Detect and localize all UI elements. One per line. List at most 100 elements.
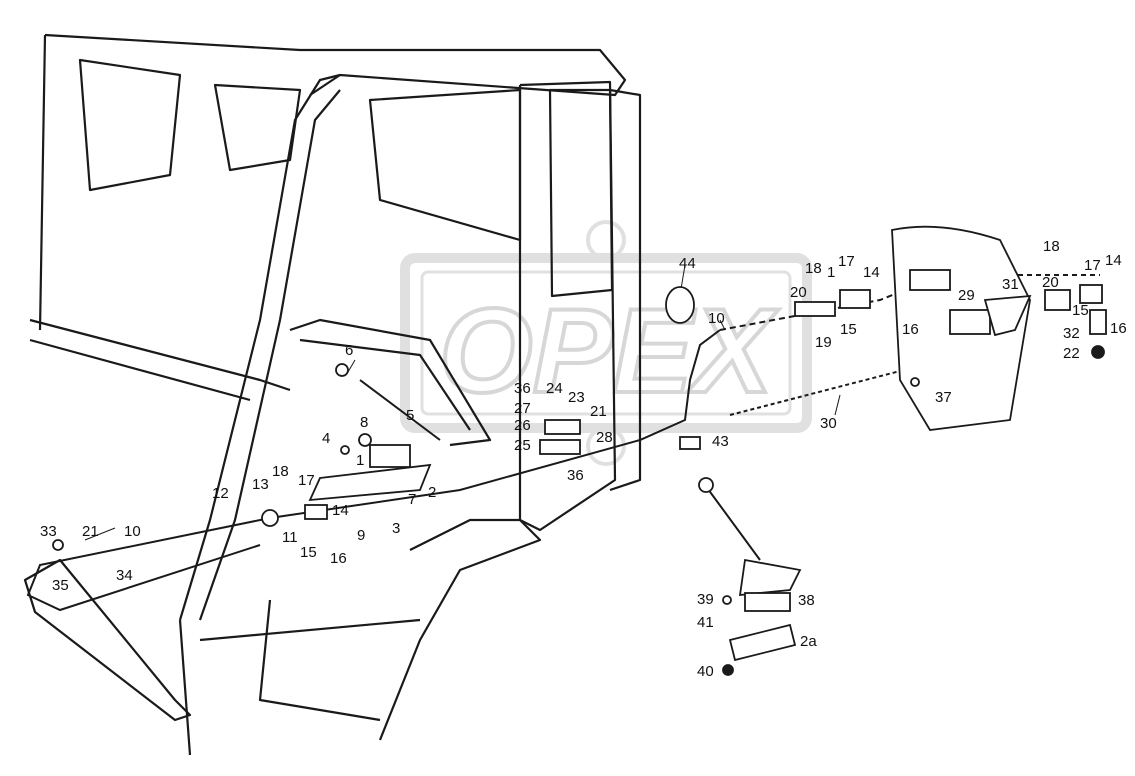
door-edge [609, 88, 642, 492]
cab-body [23, 33, 642, 756]
label-36a: 36 [514, 380, 531, 397]
watermark-gear-icon [586, 220, 626, 260]
cylinder-a [909, 269, 951, 291]
nut-40 [722, 664, 734, 676]
label-2: 2 [428, 484, 436, 501]
label-15b: 15 [1072, 302, 1089, 319]
cylinder-29 [949, 309, 991, 335]
cab-a-pillar-outer [178, 73, 341, 621]
label-39: 39 [697, 591, 714, 608]
part-labels: 44 10 18 1 17 14 20 15 19 16 18 17 14 20… [40, 238, 1127, 680]
cable-30 [729, 339, 1021, 416]
label-5: 5 [406, 407, 414, 424]
label-13: 13 [252, 476, 269, 493]
label-14c: 14 [332, 502, 349, 519]
label-15a: 15 [840, 321, 857, 338]
label-14a: 14 [863, 264, 880, 281]
lever-base [369, 444, 411, 468]
pedal-rod [704, 484, 761, 561]
label-9: 9 [357, 527, 365, 544]
label-17b: 17 [1084, 257, 1101, 274]
watermark-inner-frame [420, 270, 792, 416]
label-29: 29 [958, 287, 975, 304]
bushing-20b [1044, 289, 1071, 311]
cab-a-pillar-inner [198, 89, 341, 621]
label-6: 6 [345, 342, 353, 359]
label-19: 19 [815, 334, 832, 351]
label-40: 40 [697, 663, 714, 680]
label-24: 24 [546, 380, 563, 397]
label-20a: 20 [790, 284, 807, 301]
cab-roof [44, 33, 627, 97]
label-26: 26 [514, 417, 531, 434]
label-18c: 18 [272, 463, 289, 480]
grommet-11 [261, 509, 279, 527]
label-16b: 16 [1110, 320, 1127, 337]
label-1b: 1 [356, 452, 364, 469]
pedal-knob [698, 477, 714, 493]
back-window [78, 58, 182, 192]
label-17a: 17 [838, 253, 855, 270]
rear-window [213, 83, 302, 172]
knob-6 [335, 363, 349, 377]
label-10b: 10 [124, 523, 141, 540]
label-18b: 18 [1043, 238, 1060, 255]
label-27: 27 [514, 400, 531, 417]
label-23: 23 [568, 389, 585, 406]
label-10a: 10 [708, 310, 725, 327]
side-window [368, 88, 522, 242]
cab-lower-edge [178, 619, 192, 756]
label-28: 28 [596, 429, 613, 446]
label-12: 12 [212, 485, 229, 502]
label-22: 22 [1063, 345, 1080, 362]
label-3: 3 [392, 520, 400, 537]
door-frame [518, 80, 617, 532]
label-35: 35 [52, 577, 69, 594]
nut-22 [1091, 345, 1105, 359]
label-7: 7 [408, 491, 416, 508]
label-34: 34 [116, 567, 133, 584]
clip-33 [52, 539, 64, 551]
lever-rod [359, 379, 441, 441]
cable-main [269, 329, 721, 519]
clamp-44 [665, 286, 695, 324]
label-31: 31 [1002, 276, 1019, 293]
label-16a: 16 [902, 321, 919, 338]
watermark: OPEX [400, 220, 812, 466]
bolt-39 [722, 595, 732, 605]
cab-rear-pillar [38, 34, 47, 331]
part-32 [1089, 309, 1107, 335]
label-33: 33 [40, 523, 57, 540]
bracket-23 [544, 419, 581, 435]
bracket-31 [983, 294, 1032, 337]
cable-loop [26, 517, 271, 612]
label-44: 44 [679, 255, 696, 272]
block-15a [839, 289, 871, 309]
label-14b: 14 [1105, 252, 1122, 269]
leader-10a [719, 319, 726, 331]
label-21b: 21 [590, 403, 607, 420]
label-20b: 20 [1042, 274, 1059, 291]
lower-panel [258, 599, 381, 722]
label-38: 38 [798, 592, 815, 609]
label-43: 43 [712, 433, 729, 450]
watermark-gear-icon-bottom [586, 426, 626, 466]
tunnel-inner [299, 338, 471, 431]
bracket-14c [304, 504, 328, 520]
cab-floor-edge [29, 318, 291, 392]
tunnel [289, 318, 492, 447]
clip-43 [679, 436, 701, 450]
door-sill [378, 518, 542, 741]
plate-2 [308, 463, 432, 502]
leader-21a [84, 527, 116, 541]
label-32: 32 [1063, 325, 1080, 342]
leader-6 [347, 359, 356, 373]
door-window [548, 88, 614, 298]
step [23, 558, 192, 722]
label-8: 8 [360, 414, 368, 431]
label-21a: 21 [82, 523, 99, 540]
watermark-text: OPEX [439, 284, 779, 418]
bracket-38 [744, 592, 791, 612]
